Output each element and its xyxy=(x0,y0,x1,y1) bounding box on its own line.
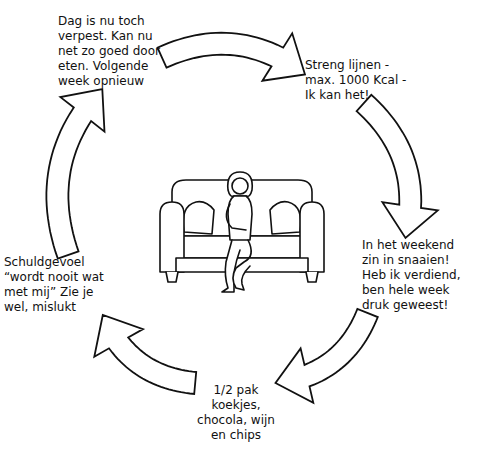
step-label: Streng lijnen - max. 1000 Kcal - Ik kan … xyxy=(305,58,409,103)
step-text: Schuldgevoel “wordt nooit wat met mij” Z… xyxy=(4,255,120,315)
step-text: Streng lijnen - max. 1000 Kcal - Ik kan … xyxy=(305,58,409,103)
step-label: Dag is nu toch verpest. Kan nu net zo go… xyxy=(58,14,162,89)
cycle-arrow xyxy=(94,315,196,394)
sofa-cushion xyxy=(270,202,301,234)
woman-head xyxy=(232,178,248,194)
woman-arm xyxy=(226,204,246,230)
cycle-arrow xyxy=(46,89,104,259)
step-label: In het weekend zin in snaaien! Heb ik ve… xyxy=(362,238,472,313)
woman-body xyxy=(228,196,252,240)
step-label: 1/2 pak koekjes, chocola, wijn en chips xyxy=(190,383,282,443)
woman-hair xyxy=(228,172,253,196)
cycle-arrow xyxy=(158,33,306,81)
cycle-arrow xyxy=(276,309,378,403)
step-text: Dag is nu toch verpest. Kan nu net zo go… xyxy=(58,14,162,89)
sofa-leg xyxy=(166,272,178,282)
step-text: In het weekend zin in snaaien! Heb ik ve… xyxy=(362,238,472,313)
cycle-arrow xyxy=(357,95,438,238)
step-label: Schuldgevoel “wordt nooit wat met mij” Z… xyxy=(4,255,120,315)
sofa-cushion xyxy=(183,202,214,234)
woman-leg xyxy=(233,240,251,290)
sofa-leg xyxy=(306,272,318,282)
step-text: 1/2 pak koekjes, chocola, wijn en chips xyxy=(190,383,282,443)
